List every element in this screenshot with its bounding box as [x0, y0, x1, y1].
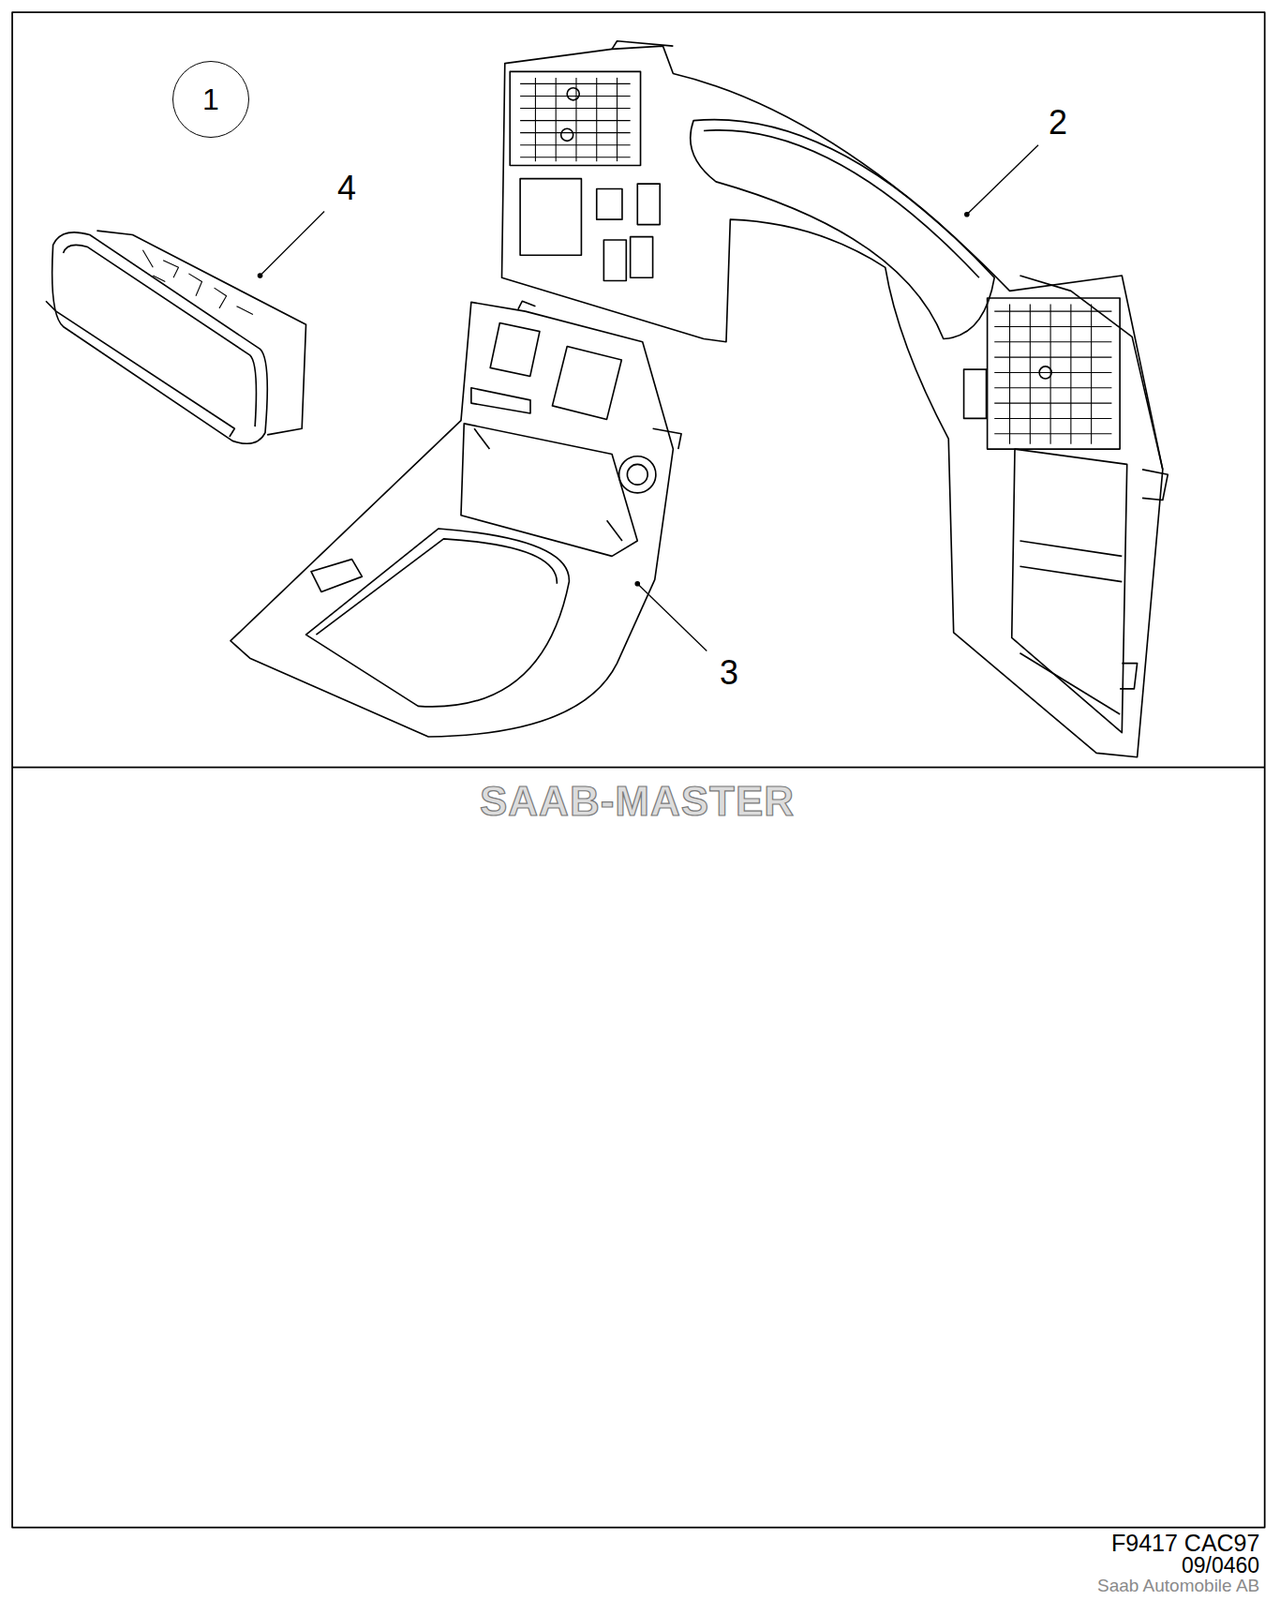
callout-circle: 1 — [172, 60, 250, 138]
divider — [12, 766, 1266, 769]
frame — [12, 12, 1266, 1527]
storage-box — [45, 230, 307, 444]
callout-number: 3 — [719, 654, 739, 692]
callout-number: 4 — [337, 169, 357, 208]
watermark: SAAB-MASTER — [479, 778, 795, 824]
leader-lines — [257, 145, 1039, 652]
callout-number: 2 — [1048, 104, 1068, 142]
figure-code: F9417 CAC97 — [1111, 1530, 1260, 1557]
callout-number: 1 — [202, 84, 220, 115]
figure-date: 09/0460 — [1181, 1553, 1260, 1578]
copyright-note: Saab Automobile AB — [1097, 1576, 1260, 1596]
